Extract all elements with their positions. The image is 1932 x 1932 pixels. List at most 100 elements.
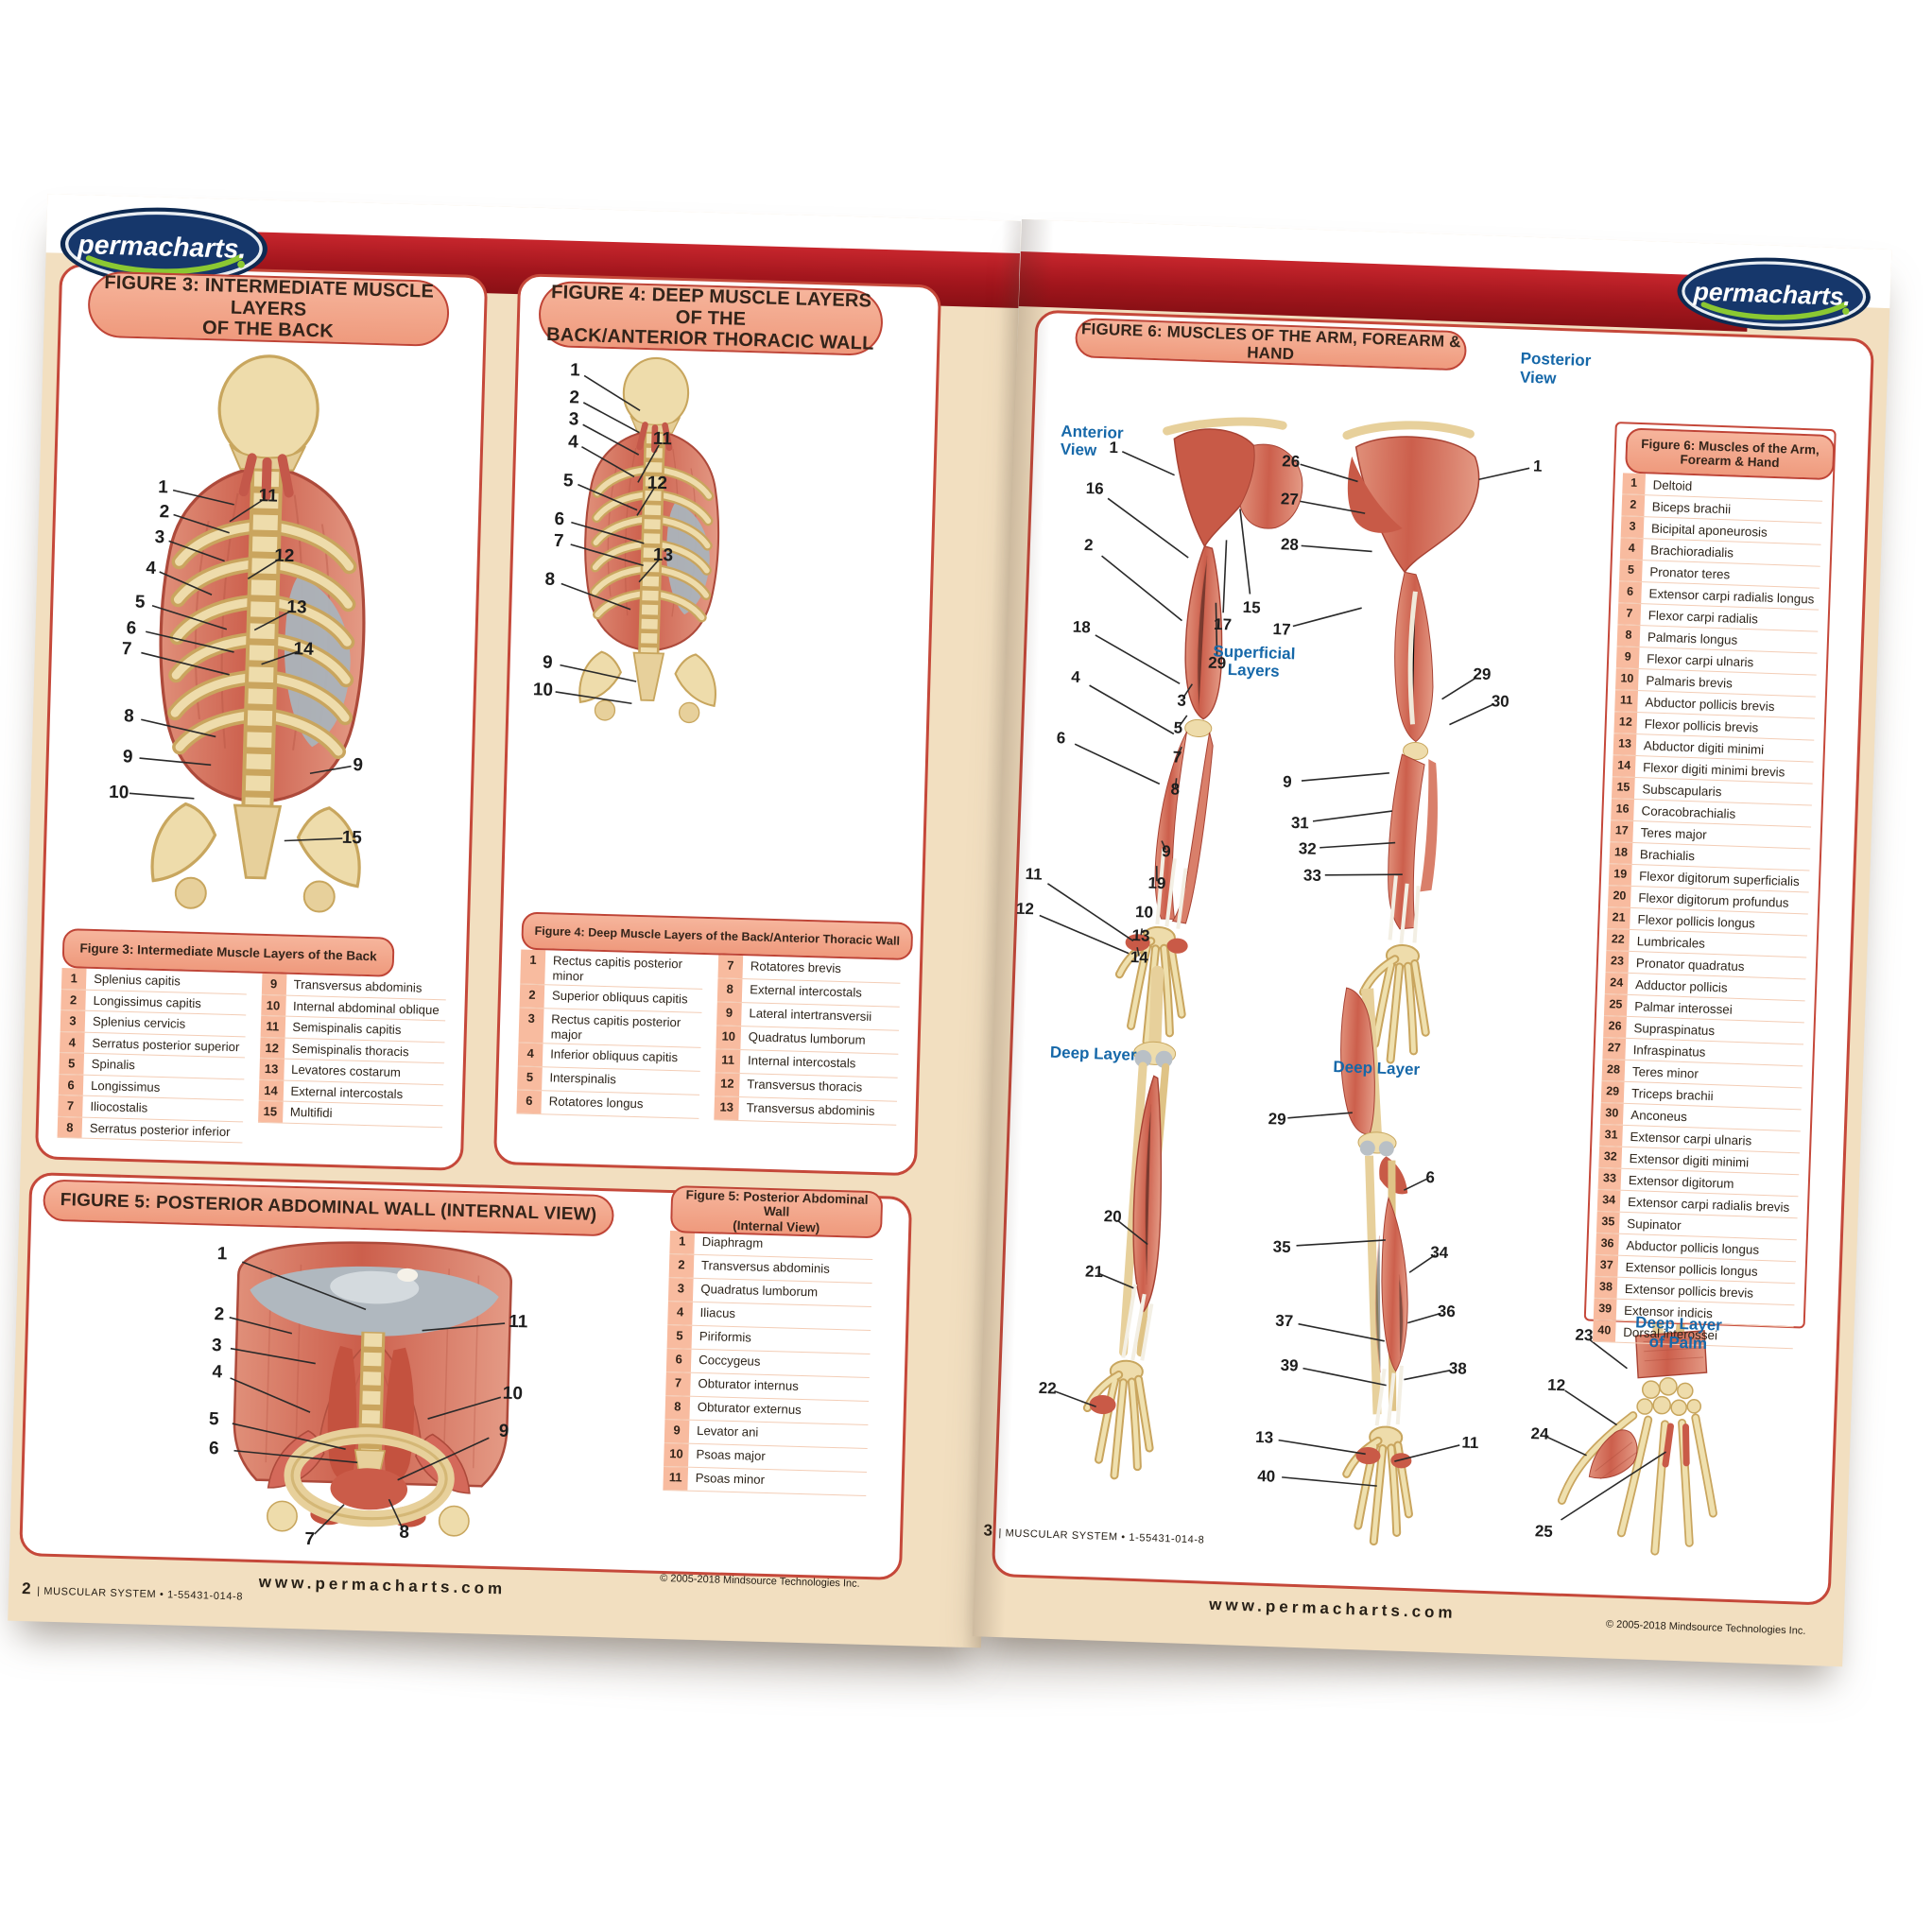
- callout-number: 17: [1272, 619, 1291, 639]
- muscle-name: Multifidi: [289, 1104, 333, 1121]
- row-number: 4: [60, 1031, 85, 1053]
- row-number: 3: [1620, 516, 1645, 539]
- callout-number: 1: [569, 359, 581, 381]
- muscle-name: Obturator externus: [697, 1399, 802, 1418]
- muscle-name: Transversus abdominis: [746, 1100, 875, 1119]
- row-number: 4: [1619, 538, 1644, 561]
- callout-number: 20: [1103, 1207, 1123, 1227]
- row-number: 36: [1596, 1233, 1619, 1255]
- muscle-name: Teres major: [1640, 824, 1707, 842]
- callout-number: 3: [1177, 691, 1187, 710]
- product-code: 1-55431-014-8: [1129, 1531, 1205, 1546]
- muscle-name: Bicipital aponeurosis: [1650, 520, 1768, 540]
- callout-number: 8: [544, 569, 556, 590]
- callout-number: 16: [1085, 479, 1105, 498]
- row-number: 1: [669, 1231, 696, 1254]
- muscle-name: Flexor pollicis brevis: [1644, 716, 1759, 735]
- callout-number: 17: [1213, 614, 1233, 634]
- muscle-name: Splenius capitis: [94, 971, 181, 989]
- row-number: 8: [57, 1116, 83, 1138]
- figure3-panel: FIGURE 3: INTERMEDIATE MUSCLE LAYERS OF …: [34, 263, 489, 1171]
- arm-forearm-hand-art: [994, 417, 1717, 1556]
- muscle-name: Extensor digiti minimi: [1629, 1150, 1750, 1169]
- callout-number: 15: [1242, 598, 1261, 617]
- row-number: 10: [664, 1442, 689, 1467]
- row-number: 32: [1598, 1146, 1623, 1168]
- row-number: 24: [1604, 973, 1629, 994]
- muscle-name: Levatores costarum: [290, 1061, 402, 1080]
- row-number: 5: [517, 1066, 543, 1091]
- product-name: MUSCULAR SYSTEM: [1005, 1527, 1118, 1544]
- muscle-name: Supinator: [1627, 1216, 1682, 1233]
- row-number: 18: [1609, 842, 1633, 864]
- callout-number: 9: [542, 652, 553, 673]
- muscle-name: Spinalis: [91, 1056, 136, 1073]
- callout-number: 11: [509, 1312, 528, 1333]
- callout-number: 2: [569, 388, 580, 408]
- muscle-name: Levator ani: [696, 1423, 759, 1440]
- view-label: Posterior View: [1519, 349, 1592, 388]
- muscle-name: Infraspinatus: [1632, 1042, 1706, 1060]
- svg-text:permacharts.: permacharts.: [77, 230, 247, 265]
- callout-number: 8: [1170, 780, 1181, 799]
- callout-number: 23: [1575, 1325, 1594, 1345]
- muscle-name: External intercostals: [290, 1083, 404, 1101]
- muscle-name: Splenius cervicis: [92, 1013, 186, 1031]
- figure3-title: FIGURE 3: INTERMEDIATE MUSCLE LAYERS OF …: [87, 270, 451, 348]
- callout-number: 33: [1302, 866, 1322, 885]
- row-number: 6: [516, 1090, 543, 1114]
- muscle-name: Quadratus lumborum: [748, 1029, 866, 1047]
- muscle-name: Iliocostalis: [90, 1098, 148, 1115]
- callout-number: 39: [1280, 1355, 1299, 1375]
- figure5-table-title: Figure 5: Posterior Abdominal Wall (Inte…: [669, 1185, 884, 1239]
- muscle-name: Coracobrachialis: [1641, 802, 1736, 821]
- callout-number: 3: [154, 527, 165, 548]
- callout-number: 7: [553, 530, 564, 552]
- product-code: 1-55431-014-8: [166, 1589, 244, 1603]
- row-number: 6: [665, 1349, 692, 1372]
- row-number: 13: [1613, 733, 1637, 756]
- anterior-arm-art: [1117, 417, 1303, 1046]
- row-number: 4: [667, 1302, 693, 1325]
- callout-number: 34: [1429, 1242, 1449, 1262]
- muscle-name: Extensor digitorum: [1628, 1172, 1734, 1191]
- row-number: 35: [1596, 1211, 1620, 1233]
- row-number: 6: [1618, 581, 1642, 604]
- callout-number: 1: [157, 477, 169, 498]
- view-label: Anterior View: [1060, 422, 1124, 460]
- row-number: 22: [1606, 929, 1630, 951]
- callout-number: 28: [1280, 535, 1300, 555]
- view-label: Deep Layer: [1049, 1043, 1137, 1064]
- muscle-name: Transversus abdominis: [293, 976, 423, 995]
- row-number: 16: [1611, 799, 1634, 820]
- muscle-name: Psoas major: [696, 1446, 766, 1463]
- figure6-panel: FIGURE 6: MUSCLES OF THE ARM, FOREARM & …: [991, 309, 1875, 1606]
- callout-number: 14: [293, 639, 315, 660]
- callout-number: 10: [1134, 903, 1154, 922]
- posterior-arm-art: [1342, 421, 1480, 1061]
- muscle-name: Interspinalis: [549, 1070, 617, 1087]
- row-number: 10: [1615, 668, 1639, 691]
- callout-leader-lines: [518, 353, 921, 916]
- callout-number: 8: [123, 706, 134, 727]
- callout-number: 7: [121, 639, 132, 660]
- row-number: 10: [260, 994, 286, 1016]
- callout-number: 6: [208, 1439, 219, 1459]
- callout-number: 4: [567, 431, 578, 453]
- row-number: 14: [258, 1079, 284, 1101]
- row-number: 10: [716, 1026, 742, 1050]
- permacharts-logo-icon: permacharts.: [1677, 257, 1871, 331]
- muscle-name: Transversus thoracis: [747, 1077, 863, 1095]
- page-number: 2: [21, 1579, 32, 1598]
- muscle-name: Lateral intertransversii: [749, 1006, 872, 1024]
- callout-number: 9: [498, 1421, 509, 1441]
- callout-number: 26: [1281, 452, 1301, 472]
- muscle-name: Pronator quadratus: [1635, 955, 1745, 974]
- muscle-name: Deltoid: [1652, 476, 1693, 493]
- muscle-name: Coccygeus: [699, 1352, 761, 1369]
